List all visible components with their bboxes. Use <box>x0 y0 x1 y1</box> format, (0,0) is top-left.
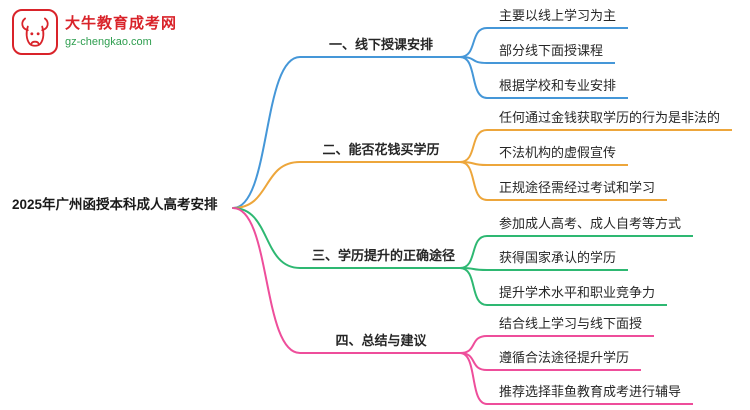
child-node: 主要以线上学习为主 <box>487 6 629 29</box>
child-node: 参加成人高考、成人自考等方式 <box>487 214 694 237</box>
child-node: 部分线下面授课程 <box>487 41 616 64</box>
logo-subtitle: gz-chengkao.com <box>65 36 152 48</box>
child-node: 遵循合法途径提升学历 <box>487 348 642 371</box>
child-node: 正规途径需经过考试和学习 <box>487 178 668 201</box>
child-node: 提升学术水平和职业竞争力 <box>487 283 668 306</box>
branch-node-4: 四、总结与建议 <box>300 331 462 354</box>
branch-node-2: 二、能否花钱买学历 <box>300 140 462 163</box>
root-node: 2025年广州函授本科成人高考安排 <box>12 197 218 212</box>
branch-node-1: 一、线下授课安排 <box>300 35 462 58</box>
branch-node-3: 三、学历提升的正确途径 <box>300 246 462 269</box>
child-node: 不法机构的虚假宣传 <box>487 143 629 166</box>
site-logo: 大牛教育成考网 gz-chengkao.com <box>12 9 177 55</box>
child-node: 推荐选择菲鱼教育成考进行辅导 <box>487 382 694 405</box>
ox-head-icon <box>12 9 58 55</box>
logo-title: 大牛教育成考网 <box>65 15 178 32</box>
child-node: 根据学校和专业安排 <box>487 76 629 99</box>
child-node: 结合线上学习与线下面授 <box>487 314 655 337</box>
child-node: 任何通过金钱获取学历的行为是非法的 <box>487 108 733 131</box>
child-node: 获得国家承认的学历 <box>487 248 629 271</box>
